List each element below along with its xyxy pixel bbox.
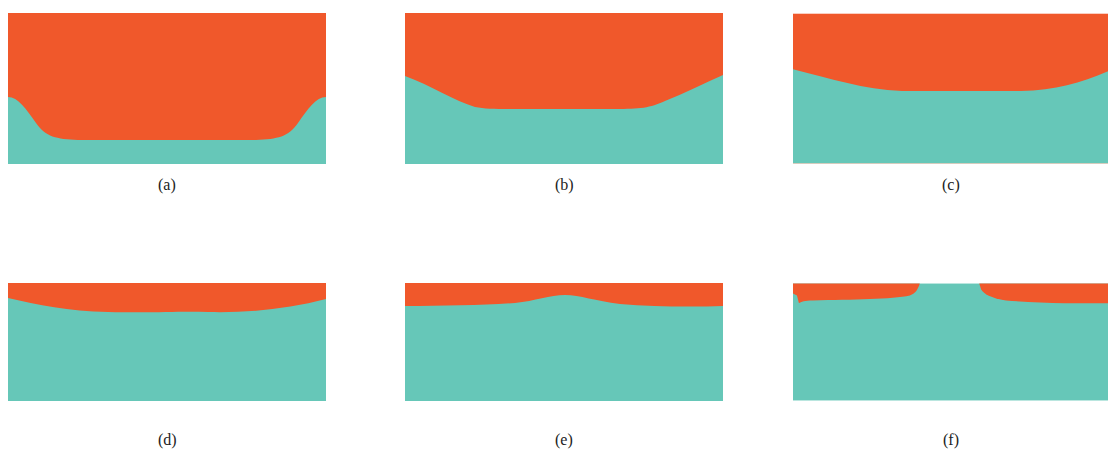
snapshot-panel: [8, 283, 326, 401]
snapshot-panel: [405, 283, 723, 401]
panel-label: (d): [158, 431, 177, 449]
snapshot-panel: [405, 13, 723, 164]
fluid-upper: [8, 283, 326, 401]
panel-label: (f): [943, 431, 959, 449]
fluid-upper: [793, 14, 1108, 164]
snapshot-panel: [793, 283, 1108, 401]
fluid-lower: [8, 298, 326, 401]
panel-label: (a): [158, 176, 176, 194]
fluid-lower: [793, 284, 1108, 401]
fluid-lower: [793, 69, 1108, 163]
panel-label: (c): [942, 176, 960, 194]
fluid-lower: [405, 295, 723, 401]
fluid-upper: [793, 284, 920, 304]
fluid-lower: [8, 97, 326, 164]
fluid-upper: [405, 283, 723, 401]
panel-label: (e): [555, 431, 573, 449]
snapshot-panel: [793, 13, 1108, 164]
fluid-upper: [8, 13, 326, 164]
fluid-upper: [405, 13, 723, 164]
fluid-lower: [405, 75, 723, 164]
snapshot-panel: [8, 13, 326, 164]
fluid-upper: [979, 284, 1108, 304]
panel-label: (b): [555, 176, 574, 194]
